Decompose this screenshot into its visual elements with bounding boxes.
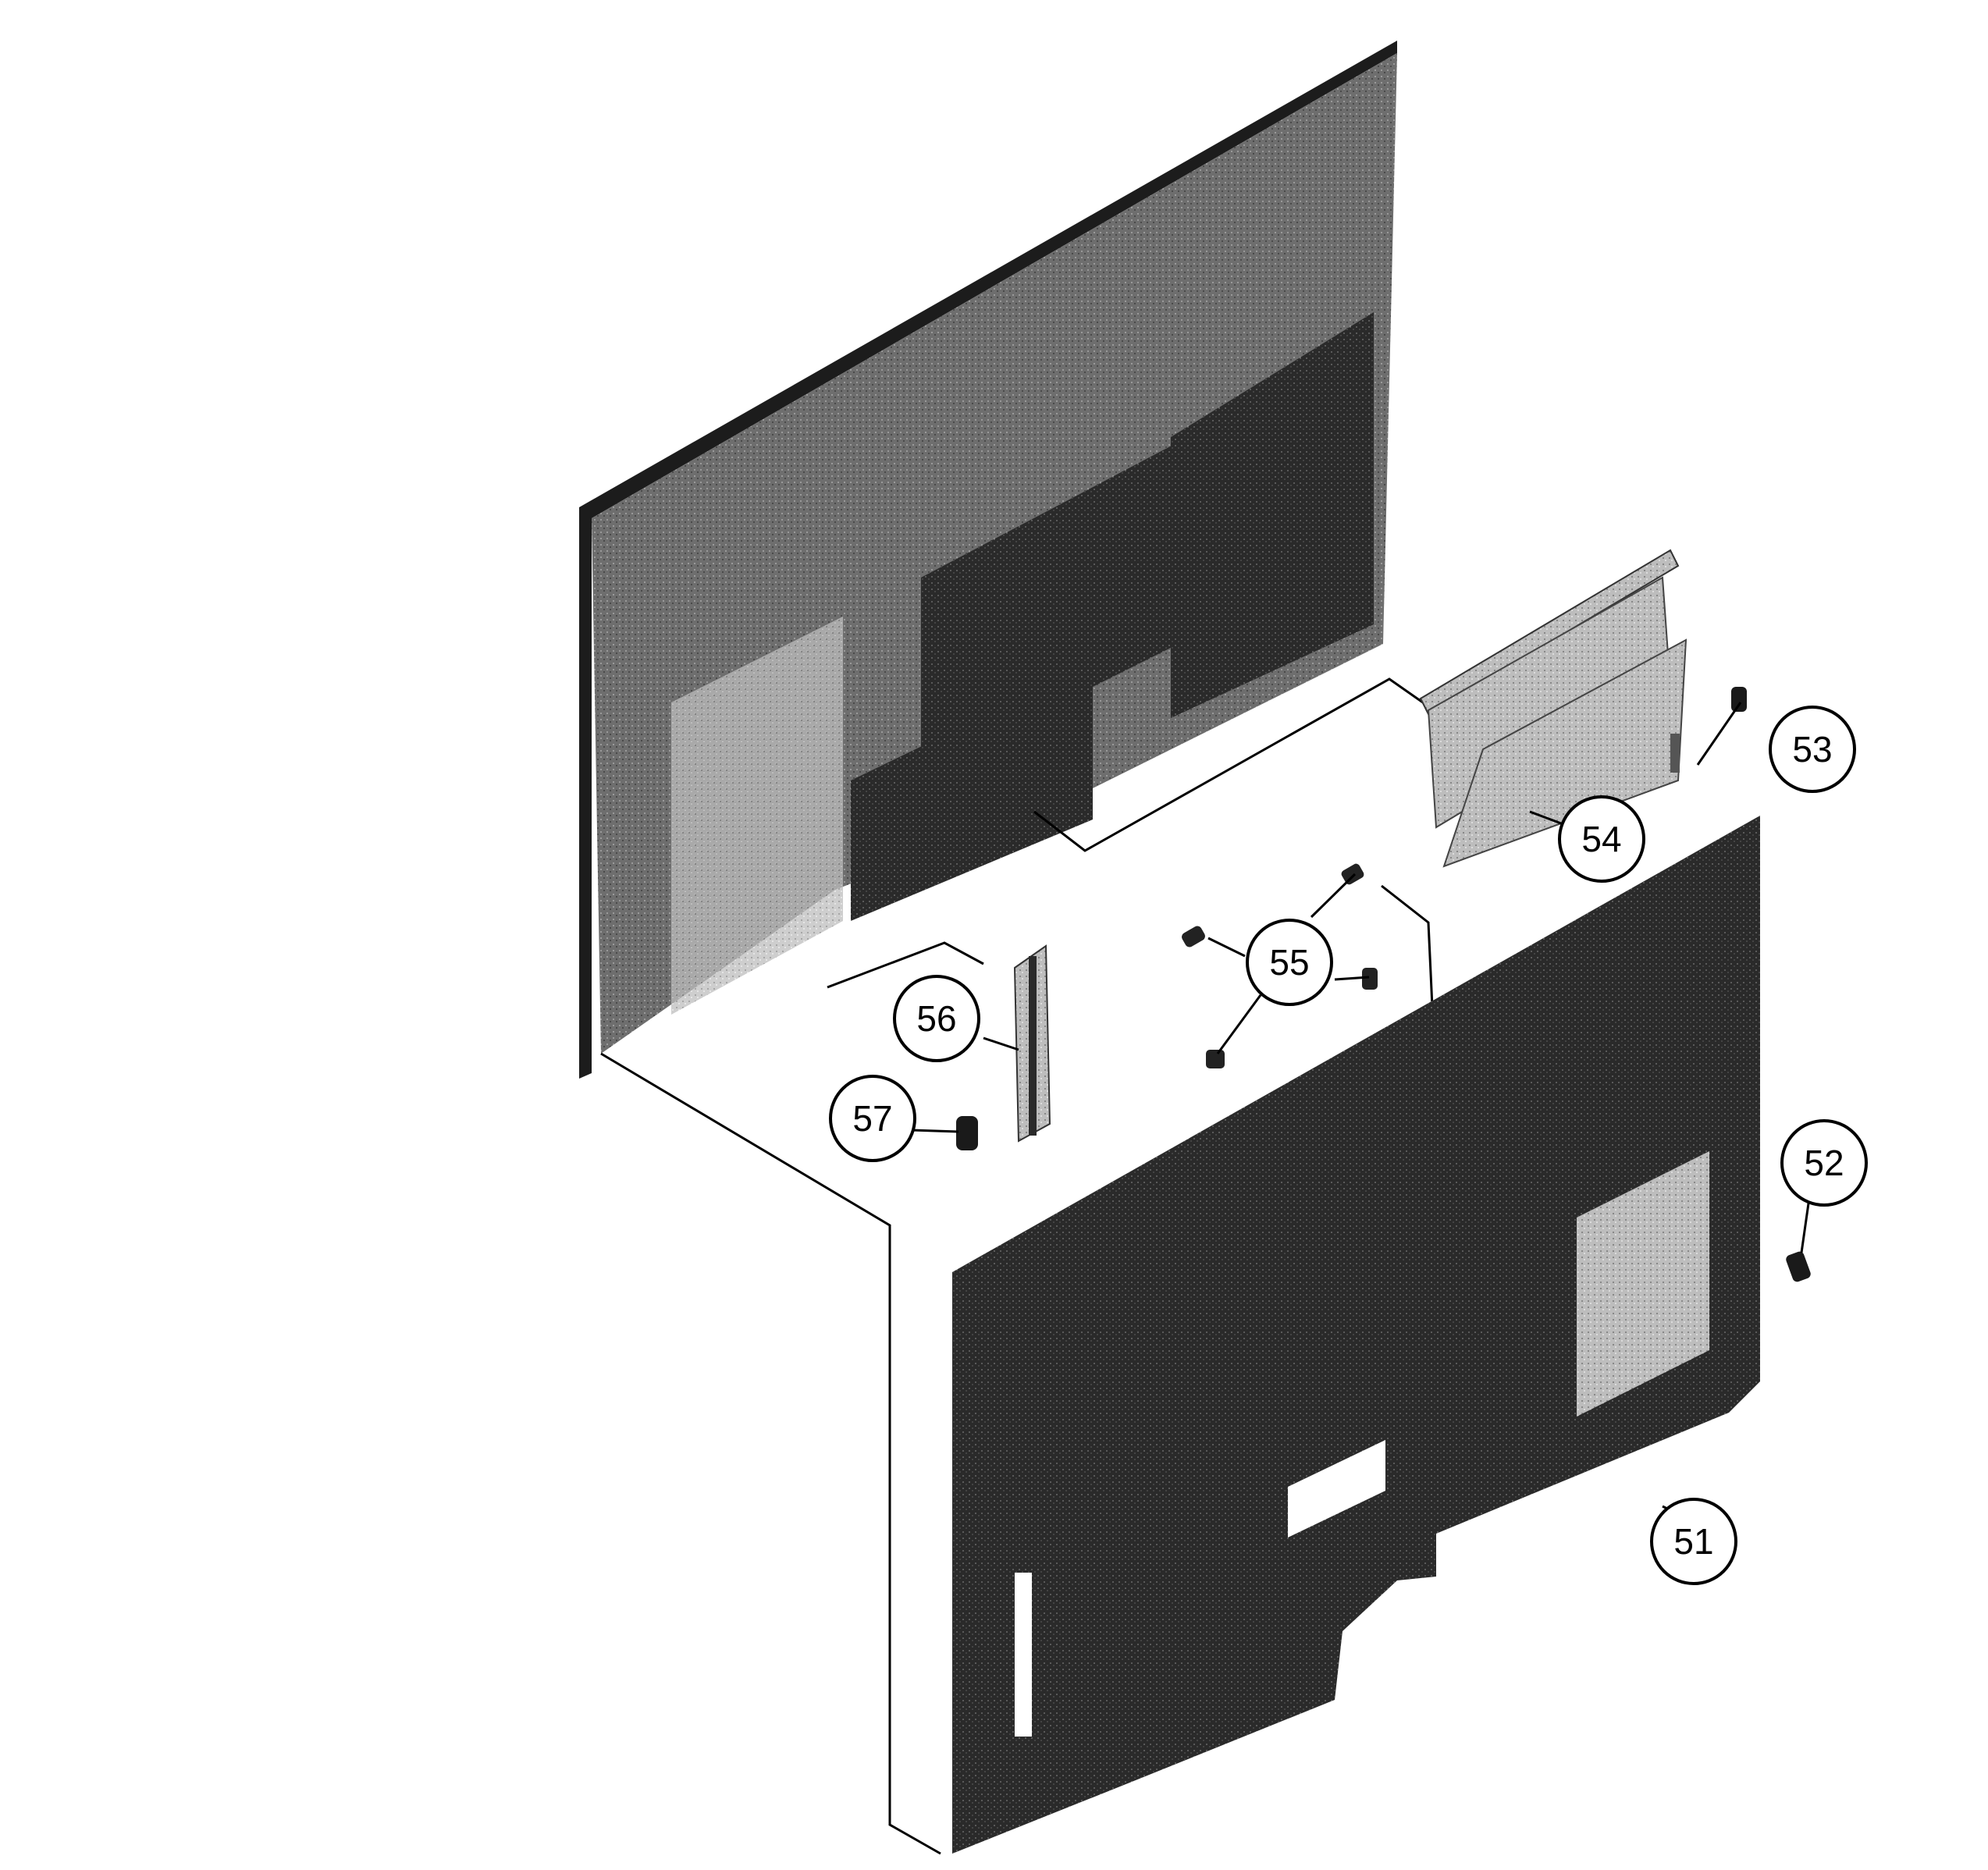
callout-55: 55	[1246, 919, 1333, 1006]
leader-52	[1800, 1197, 1811, 1253]
screw-53	[1731, 687, 1747, 712]
main-panel-board-lower	[851, 663, 1093, 921]
leader-55-a	[1207, 937, 1246, 958]
leader-55-group	[1381, 884, 1434, 1008]
leader-54	[1529, 810, 1562, 825]
front-cover-slot	[1288, 1440, 1385, 1538]
leader-55-d	[1216, 994, 1262, 1054]
callout-55-label: 55	[1269, 942, 1309, 983]
leader-panel-to-bracket-54	[1033, 677, 1429, 852]
screw-55-c	[1362, 968, 1378, 990]
rail-56-strip	[1029, 956, 1037, 1136]
leader-55-b	[1310, 873, 1357, 919]
leader-panel-to-bracket-56	[827, 941, 984, 989]
screws-55	[1182, 863, 1378, 1068]
callout-54-label: 54	[1581, 819, 1621, 859]
leader-55-c	[1334, 976, 1370, 981]
bracket-lower-plate	[1442, 638, 1687, 868]
callout-57: 57	[829, 1075, 916, 1162]
callout-56-label: 56	[916, 998, 956, 1039]
callout-53: 53	[1769, 706, 1856, 793]
callout-57-label: 57	[852, 1098, 892, 1139]
screw-57	[956, 1116, 978, 1150]
main-panel-board-right	[1171, 312, 1374, 718]
front-cover-side-slot	[1015, 1573, 1032, 1737]
screw-55-a	[1182, 926, 1205, 947]
bracket-top-rail	[1419, 549, 1680, 716]
bracket-assembly-53-54	[1419, 549, 1747, 868]
leader-53	[1696, 702, 1742, 766]
callout-51: 51	[1650, 1498, 1737, 1585]
callout-56: 56	[893, 975, 980, 1062]
rail-56	[1013, 944, 1051, 1143]
leader-56	[983, 1036, 1019, 1051]
callout-54: 54	[1558, 795, 1645, 883]
front-cover-body	[952, 816, 1760, 1854]
screw-55-b	[1341, 863, 1364, 885]
leader-57	[911, 1129, 959, 1133]
main-panel-board-upper	[921, 421, 1218, 773]
front-cover-window	[1577, 1151, 1709, 1417]
callout-53-label: 53	[1792, 729, 1832, 770]
main-panel-assembly	[579, 41, 1397, 1079]
leader-panel-to-cover	[600, 1052, 941, 1855]
main-panel-board-left	[671, 617, 843, 1015]
callout-52-label: 52	[1804, 1143, 1844, 1183]
front-cover-51	[952, 816, 1760, 1854]
callout-51-label: 51	[1673, 1521, 1713, 1562]
screw-52	[1786, 1251, 1811, 1282]
callout-52: 52	[1780, 1119, 1868, 1207]
bracket-small-part	[1670, 734, 1680, 773]
screw-55-d	[1206, 1050, 1225, 1068]
